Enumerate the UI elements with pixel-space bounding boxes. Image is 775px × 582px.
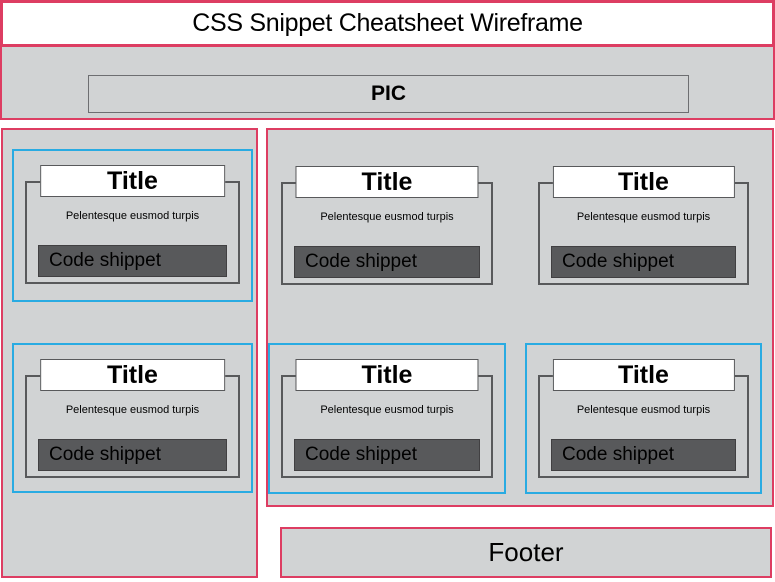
- code-snippet-box: Code shippet: [551, 246, 736, 278]
- card-frame: Title Pelentesque eusmod turpis Code shi…: [25, 165, 240, 284]
- card-title: Title: [552, 166, 735, 198]
- pic-label: PIC: [370, 82, 406, 105]
- card-description: Pelentesque eusmod turpis: [65, 404, 200, 416]
- card-frame: Title Pelentesque eusmod turpis Code shi…: [25, 359, 240, 478]
- card-title: Title: [39, 165, 226, 197]
- footer-label: Footer: [488, 537, 564, 567]
- snippet-card: Title Pelentesque eusmod turpis Code shi…: [525, 343, 762, 494]
- page-title: CSS Snippet Cheatsheet Wireframe: [192, 9, 583, 37]
- header-bar: CSS Snippet Cheatsheet Wireframe: [0, 0, 775, 47]
- snippet-card: Title Pelentesque eusmod turpis Code shi…: [268, 150, 506, 301]
- card-description: Pelentesque eusmod turpis: [320, 404, 454, 416]
- card-frame: Title Pelentesque eusmod turpis Code shi…: [538, 359, 749, 478]
- card-title: Title: [295, 359, 479, 391]
- card-description: Pelentesque eusmod turpis: [576, 404, 711, 416]
- snippet-card: Title Pelentesque eusmod turpis Code shi…: [268, 343, 506, 494]
- left-column-panel: [1, 128, 258, 578]
- card-description: Pelentesque eusmod turpis: [65, 210, 200, 222]
- code-snippet-box: Code shippet: [551, 439, 736, 471]
- pic-placeholder: PIC: [88, 75, 689, 113]
- snippet-card: Title Pelentesque eusmod turpis Code shi…: [12, 343, 253, 493]
- code-snippet-box: Code shippet: [294, 246, 480, 278]
- code-snippet-box: Code shippet: [294, 439, 480, 471]
- card-title: Title: [552, 359, 735, 391]
- code-snippet-box: Code shippet: [38, 439, 227, 471]
- card-description: Pelentesque eusmod turpis: [576, 211, 711, 223]
- card-frame: Title Pelentesque eusmod turpis Code shi…: [538, 166, 749, 285]
- card-title: Title: [295, 166, 479, 198]
- code-snippet-box: Code shippet: [38, 245, 227, 277]
- footer-bar: Footer: [280, 527, 772, 578]
- card-title: Title: [39, 359, 226, 391]
- card-frame: Title Pelentesque eusmod turpis Code shi…: [281, 166, 493, 285]
- snippet-card: Title Pelentesque eusmod turpis Code shi…: [525, 150, 762, 301]
- snippet-card: Title Pelentesque eusmod turpis Code shi…: [12, 149, 253, 302]
- card-description: Pelentesque eusmod turpis: [320, 211, 454, 223]
- card-frame: Title Pelentesque eusmod turpis Code shi…: [281, 359, 493, 478]
